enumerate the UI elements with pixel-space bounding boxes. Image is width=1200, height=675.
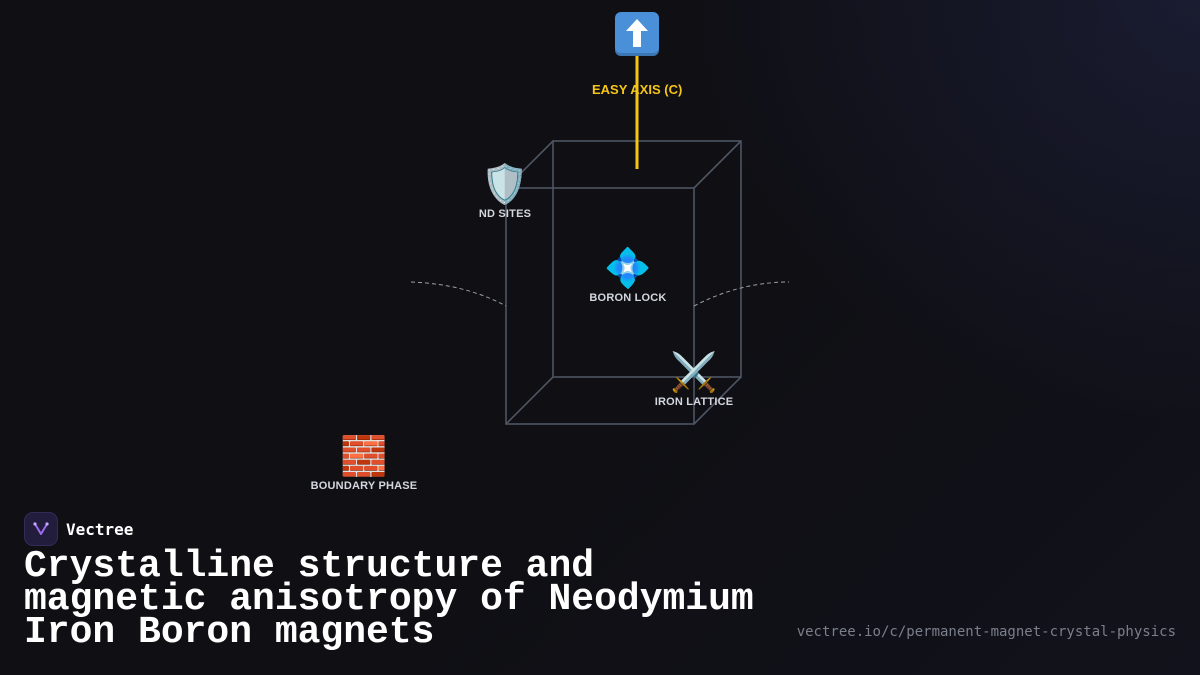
node-label: ND SITES	[478, 208, 532, 220]
cube-edge	[693, 140, 742, 189]
node-label: BORON LOCK	[589, 292, 667, 304]
cube-edge	[505, 140, 554, 189]
up-arrow-icon	[615, 12, 659, 56]
node-iron-lattice: ⚔️ IRON LATTICE	[655, 350, 734, 408]
cube-back-face	[552, 140, 742, 378]
cube-edge	[693, 376, 742, 425]
field-line-right	[693, 281, 790, 307]
brand-name: Vectree	[66, 519, 134, 539]
source-url[interactable]: vectree.io/c/permanent-magnet-crystal-ph…	[796, 624, 1176, 640]
node-boron-lock: 💠 BORON LOCK	[589, 246, 666, 304]
diamond-icon: 💠	[604, 246, 652, 290]
brick-icon: 🧱	[340, 434, 388, 478]
shield-icon: 🛡️	[481, 162, 529, 206]
node-label: BOUNDARY PHASE	[310, 480, 418, 492]
node-nd-sites: 🛡️ ND SITES	[479, 162, 531, 220]
crossed-swords-icon: ⚔️	[670, 350, 718, 394]
vectree-logo-icon	[24, 512, 58, 546]
field-line-left	[410, 281, 507, 307]
brand[interactable]: Vectree	[24, 512, 133, 546]
node-boundary-phase: 🧱 BOUNDARY PHASE	[311, 434, 418, 492]
node-label: IRON LATTICE	[654, 396, 734, 408]
cube-edge	[505, 376, 554, 425]
page-title: Crystalline structure and magnetic aniso…	[24, 545, 754, 654]
easy-axis-label: EASY AXIS (C)	[592, 82, 683, 97]
